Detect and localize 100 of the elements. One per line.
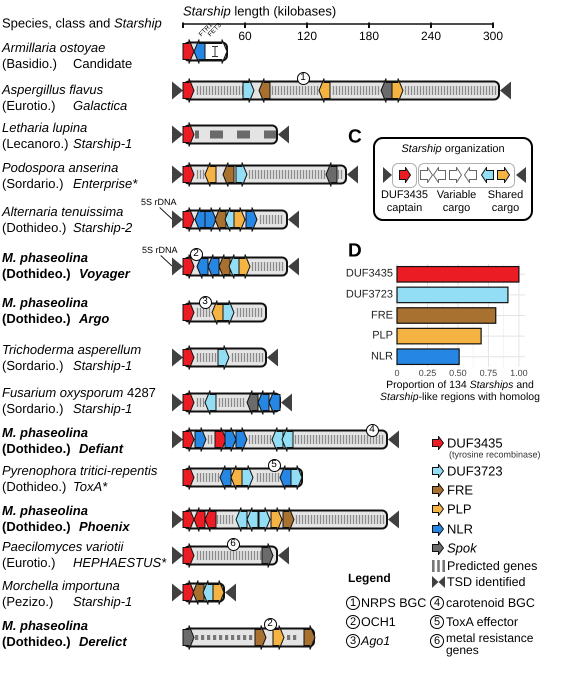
- starship-name: Voyager: [79, 266, 130, 282]
- callout-number: 2: [264, 618, 276, 630]
- species-name: Paecilomyces variotii: [2, 538, 124, 554]
- starship-name: Starship-1: [73, 136, 132, 152]
- tick-label: 0.25: [418, 369, 436, 378]
- starship-track: [172, 206, 299, 232]
- callout-key-text: ToxA effector: [446, 616, 518, 628]
- callout-number: 1: [296, 72, 310, 84]
- starship-name: Starship-1: [73, 594, 132, 610]
- callout-number: 5: [268, 458, 280, 472]
- starship-name: Starship-2: [73, 220, 132, 236]
- species-name: Armillaria ostoyae: [2, 40, 106, 56]
- starship-name: ToxA*: [73, 478, 108, 494]
- tick-label: 300: [482, 30, 504, 42]
- starship-track: [183, 38, 228, 64]
- species-name: M. phaseolina: [2, 295, 88, 311]
- starship-track: [172, 506, 399, 532]
- taxonomic-class: (Pezizo.): [2, 594, 54, 610]
- callout-key-number: 6: [430, 634, 444, 648]
- leader-line: [160, 255, 172, 266]
- category-label: FRE: [371, 310, 393, 321]
- species-name: M. phaseolina: [2, 250, 88, 266]
- node-caption: Shared cargo: [487, 189, 524, 215]
- taxonomic-class: (Sordario.): [2, 358, 64, 374]
- legend-label: Predicted genes: [447, 560, 538, 572]
- callout-number: 4: [366, 424, 378, 436]
- callout-key-number: 4: [430, 596, 444, 610]
- taxonomic-class: (Dothideo.): [2, 634, 71, 650]
- organization-panel: [373, 137, 533, 221]
- axis-title: Starship length (kilobases): [183, 4, 336, 18]
- species-name: Letharia lupina: [2, 120, 88, 136]
- starship-name: HEPHAESTUS*: [73, 554, 166, 570]
- taxonomic-class: (Basidio.): [2, 56, 57, 72]
- key-heading: Legend: [348, 572, 391, 584]
- tick-label: 120: [296, 30, 318, 42]
- node-caption: DUF3435 captain: [380, 189, 429, 215]
- legend-label: PLP: [447, 502, 472, 516]
- taxonomic-class: (Dothideo.): [2, 441, 71, 457]
- tick-label: 240: [420, 30, 442, 42]
- category-label: DUF3435: [346, 268, 393, 280]
- callout-key-text: carotenoid BGC: [446, 596, 535, 610]
- category-label: PLP: [372, 330, 393, 342]
- callout-number: 2: [190, 248, 202, 260]
- tick-label: 60: [238, 30, 252, 42]
- starship-track: [172, 426, 399, 452]
- callout-key-number: 2: [346, 615, 360, 629]
- legend-label: FRE: [447, 484, 473, 496]
- taxonomic-class: (Sordario.): [2, 176, 64, 192]
- species-name: Aspergillus flavus: [2, 82, 104, 98]
- starship-name: Derelict: [79, 634, 127, 650]
- species-name: M. phaseolina: [2, 425, 88, 441]
- tick-label: 0.50: [449, 369, 467, 378]
- legend-label: DUF3435: [447, 436, 503, 450]
- starship-name: Enterprise*: [73, 176, 138, 192]
- panel-title: Starship organization: [401, 143, 505, 156]
- callout-key-text: NRPS BGC: [361, 596, 426, 610]
- callout-key-number: 1: [346, 596, 360, 610]
- species-name: Trichoderma asperellum: [2, 342, 142, 358]
- species-name: Pyrenophora tritici-repentis: [2, 462, 158, 478]
- panel-letter: C: [348, 128, 362, 146]
- species-name: M. phaseolina: [2, 618, 88, 634]
- starship-name: Starship-1: [73, 401, 132, 417]
- tick-label: 0: [394, 369, 400, 378]
- taxonomic-class: (Dothideo.): [2, 220, 66, 236]
- feature-label: 5S rDNA: [141, 196, 177, 208]
- tick-label: 180: [358, 30, 380, 42]
- taxonomic-class: (Dothideo.): [2, 266, 71, 282]
- starship-track: [172, 580, 236, 604]
- tick-label: 1.00: [510, 369, 528, 378]
- starship-track: [172, 162, 358, 186]
- legend-label: TSD identified: [447, 576, 526, 588]
- starship-track: [183, 624, 315, 650]
- column-header: Species, class and Starship: [2, 16, 162, 30]
- legend-label: Spok: [447, 542, 477, 554]
- gene-description: (tyrosine recombinase): [449, 450, 541, 460]
- species-name: Morchella importuna: [2, 578, 120, 594]
- callout-key-text: OCH1: [361, 616, 396, 628]
- leader-line: [159, 207, 172, 220]
- legend-label: DUF3723: [447, 464, 503, 478]
- starship-name: Galactica: [73, 98, 128, 114]
- callout-key-text: metal resistance genes: [446, 633, 534, 656]
- callout-key-number: 5: [430, 615, 444, 629]
- callout-number: 3: [198, 296, 212, 308]
- starship-name: Starship-1: [73, 358, 132, 374]
- species-name: M. phaseolina: [2, 502, 88, 518]
- taxonomic-class: (Eurotio.): [2, 554, 56, 570]
- species-name: Fusarium oxysporum 4287: [2, 385, 156, 401]
- callout-key-number: 3: [346, 634, 360, 648]
- starship-name: Defiant: [79, 441, 124, 457]
- starship-name: Argo: [79, 311, 110, 327]
- tick-label: 0.75: [480, 369, 498, 378]
- callout-number: 6: [226, 538, 240, 550]
- taxonomic-class: (Dothideo.): [2, 478, 66, 494]
- taxonomic-class: (Dothideo.): [2, 518, 71, 534]
- axis-title: Proportion of 134 Starships and Starship-like regions with homolog: [379, 379, 541, 403]
- node-caption: Variable cargo: [436, 189, 478, 215]
- feature-label: 5S rDNA: [142, 244, 178, 256]
- starship-name: Phoenix: [79, 518, 130, 534]
- species-name: Podospora anserina: [2, 160, 118, 176]
- starship-track: [172, 390, 292, 414]
